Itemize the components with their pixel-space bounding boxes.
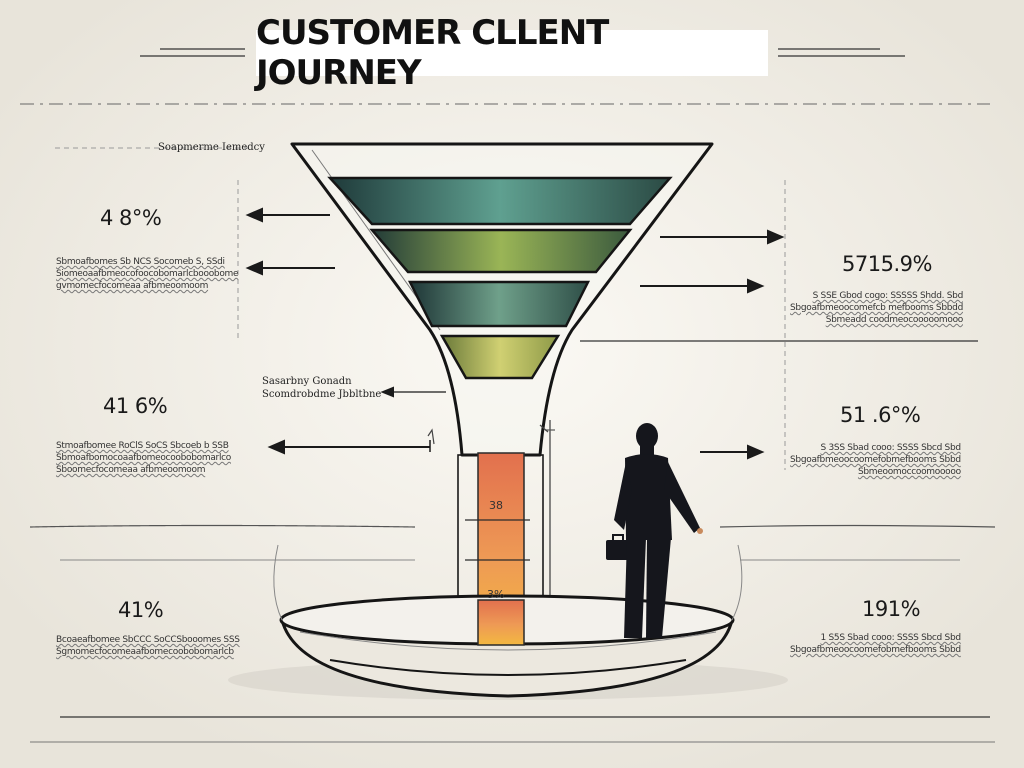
bowl <box>228 544 788 700</box>
businessperson-figure <box>606 423 703 638</box>
page-title: CUSTOMER CLLENT JOURNEY <box>256 13 609 93</box>
funnel-band-2 <box>369 228 633 274</box>
title-box: CUSTOMER CLLENT JOURNEY <box>256 13 768 93</box>
funnel-band-3 <box>407 280 591 328</box>
arrows <box>245 207 785 460</box>
left-stat-1-pct: 4 8°% <box>100 206 162 230</box>
right-stat-2-pct: 51 .6°% <box>840 403 921 427</box>
right-stat-3-pct: 191% <box>862 597 921 621</box>
header-label: Soapmerme Iemedcy <box>158 142 265 153</box>
left-stat-2-pct: 41 6% <box>103 394 168 418</box>
title-decor-lines <box>140 48 905 57</box>
tube-level-upper: 38 <box>489 499 503 512</box>
left-stat-3-pct: 41% <box>118 598 164 622</box>
decor-marks <box>427 424 549 445</box>
side-brackets <box>55 147 786 470</box>
funnel-band-1 <box>327 176 673 226</box>
mid-label-line2: Scomdrobdme Jbbltbne <box>262 389 382 400</box>
funnel-band-4 <box>439 334 561 380</box>
tube-level-lower: 3% <box>487 588 505 601</box>
right-stat-1-pct: 5715.9% <box>842 252 932 276</box>
mid-label-line1: Sasarbny Gonadn <box>262 376 352 387</box>
section-lines <box>29 340 996 743</box>
